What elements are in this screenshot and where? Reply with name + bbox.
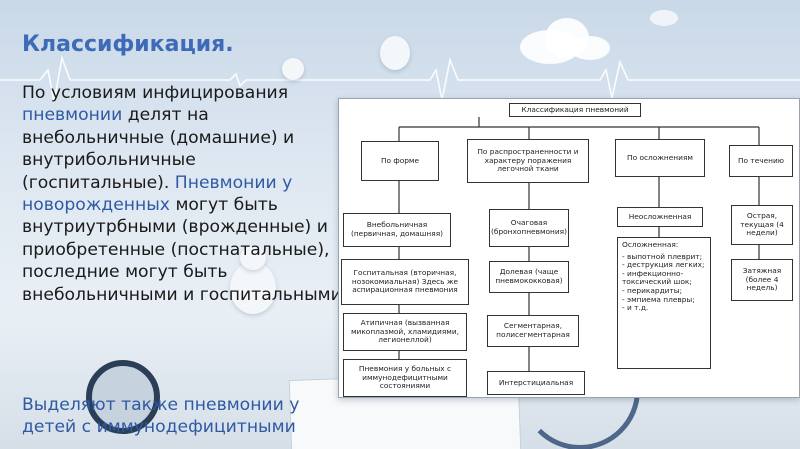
form-item-hospital: Госпитальная (вторичная, нозокомиальная)… <box>341 259 469 305</box>
stethoscope-decoration <box>86 360 160 434</box>
plush-toy-decoration <box>380 36 410 70</box>
body-paragraph: По условиям инфицирования пневмонии деля… <box>22 82 342 306</box>
spread-item-focal: Очаговая (бронхопневмония) <box>489 209 569 247</box>
plush-toy-decoration <box>240 246 266 270</box>
spread-item-segmental: Сегментарная, полисегментарная <box>487 315 579 347</box>
spread-item-interstitial: Интерстициальная <box>487 371 585 395</box>
form-item-community: Внебольничная (первичная, домашняя) <box>343 213 451 247</box>
diagram-title-box: Классификация пневмоний <box>509 103 641 117</box>
spread-item-lobar: Долевая (чаще пневмококковая) <box>489 261 569 293</box>
category-complications-box: По осложнениям <box>615 139 705 177</box>
body-text-highlight: пневмонии <box>22 105 123 126</box>
body-text-segment: По условиям инфицирования <box>22 83 289 103</box>
diagram-connectors <box>398 117 760 371</box>
course-item-prolonged: Затяжная (более 4 недель) <box>731 259 793 301</box>
cloud-decoration <box>570 36 610 60</box>
body-text-segment: могут быть внутриутрбными (врожденные) и… <box>22 195 342 305</box>
classification-diagram: Классификация пневмоний По форме По расп… <box>338 98 800 398</box>
complication-item-complicated: Осложненная: - выпотной плеврит; - дестр… <box>617 237 711 369</box>
plush-toy-decoration <box>282 58 304 80</box>
complicated-title: Осложненная: <box>622 240 679 249</box>
ecg-line-decoration <box>0 54 800 103</box>
form-item-immunodeficiency: Пневмония у больных с иммунодефицитными … <box>343 359 467 397</box>
slide-title: Классификация. <box>22 32 234 57</box>
category-spread-box: По распространенности и характеру пораже… <box>467 139 589 183</box>
complication-item-uncomplicated: Неосложненная <box>617 207 703 227</box>
plush-toy-decoration <box>230 262 276 314</box>
cloud-decoration <box>650 10 678 26</box>
form-item-atypical: Атипичная (вызванная микоплазмой, хламид… <box>343 313 467 351</box>
complicated-list: - выпотной плеврит; - деструкция легких;… <box>622 251 705 313</box>
category-form-box: По форме <box>361 141 439 181</box>
body-paragraph-2: Выделяют также пневмонии у детей с иммун… <box>22 395 300 438</box>
body-text-segment: делят на внебольничные (домашние) и внут… <box>22 105 295 193</box>
course-item-acute: Острая, текущая (4 недели) <box>731 205 793 245</box>
category-course-box: По течению <box>729 145 793 177</box>
body-text-highlight: Пневмонии у новорожденных <box>22 172 293 216</box>
